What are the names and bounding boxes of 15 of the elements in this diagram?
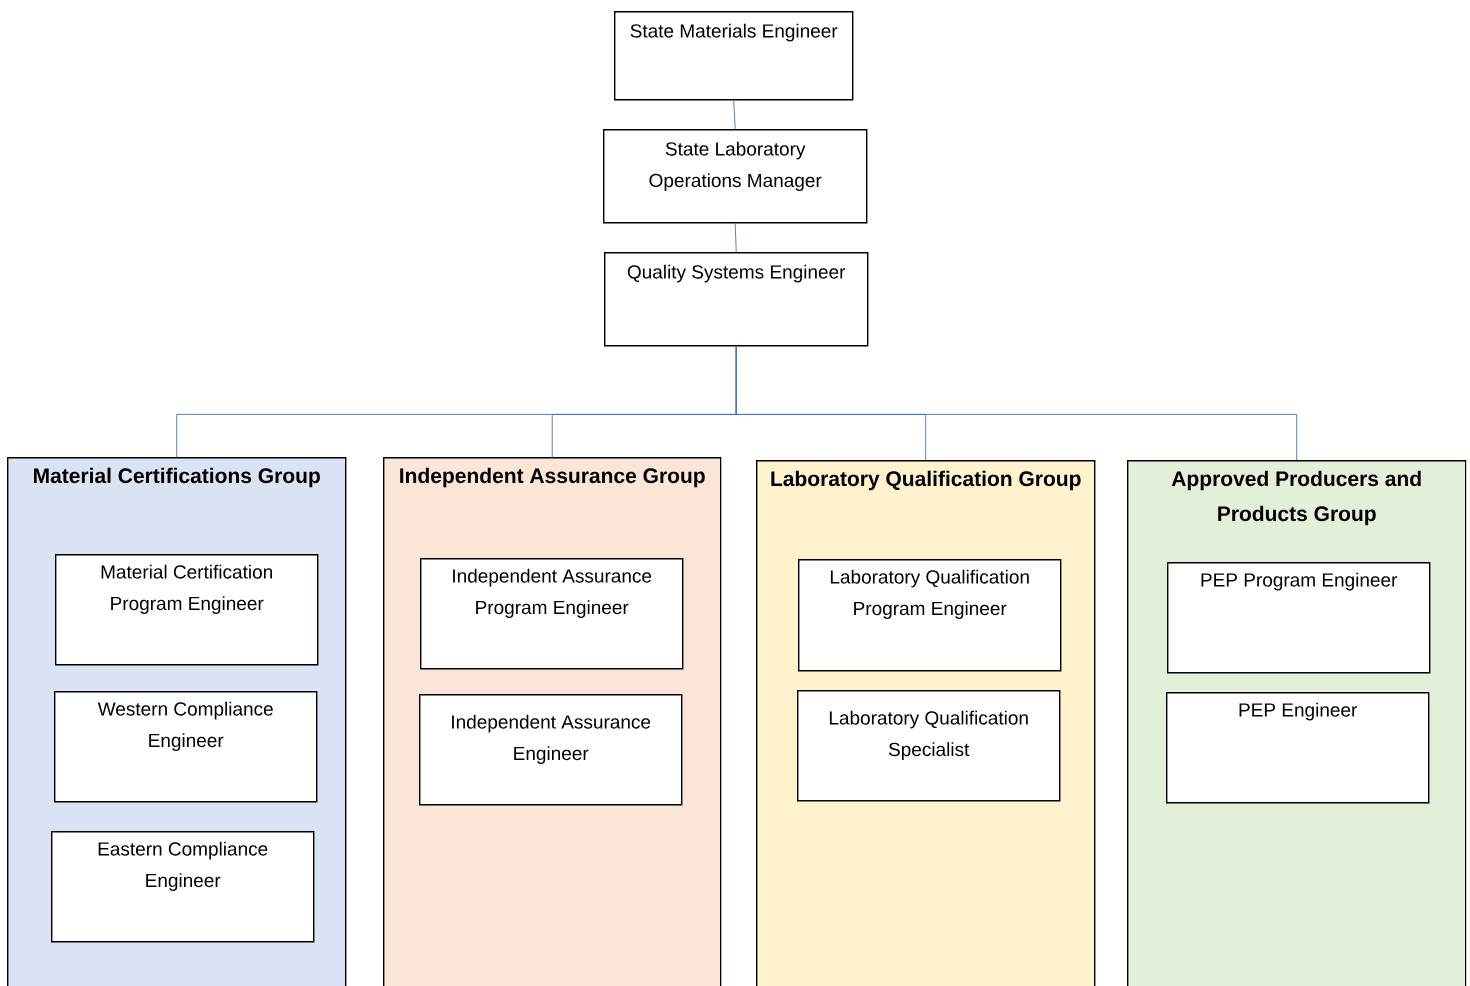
role-box: Western Compliance Engineer (54, 691, 318, 803)
role-box: PEP Program Engineer (1167, 562, 1431, 674)
role-box: Quality Systems Engineer (604, 252, 869, 347)
role-box: Independent Assurance Program Engineer (420, 558, 684, 670)
role-box: Laboratory Qualification Specialist (797, 690, 1061, 802)
connector-line (733, 99, 736, 130)
role-box: Eastern Compliance Engineer (51, 831, 315, 943)
connector-line (735, 345, 1298, 461)
role-box: PEP Engineer (1166, 692, 1430, 804)
role-box: State Materials Engineer (614, 11, 854, 101)
role-box: State Laboratory Operations Manager (603, 129, 868, 224)
connector-line (734, 222, 737, 253)
role-box: Independent Assurance Engineer (419, 694, 683, 806)
role-box: Laboratory Qualification Program Engineer (798, 559, 1062, 672)
role-box: Material Certification Program Engineer (55, 554, 319, 666)
